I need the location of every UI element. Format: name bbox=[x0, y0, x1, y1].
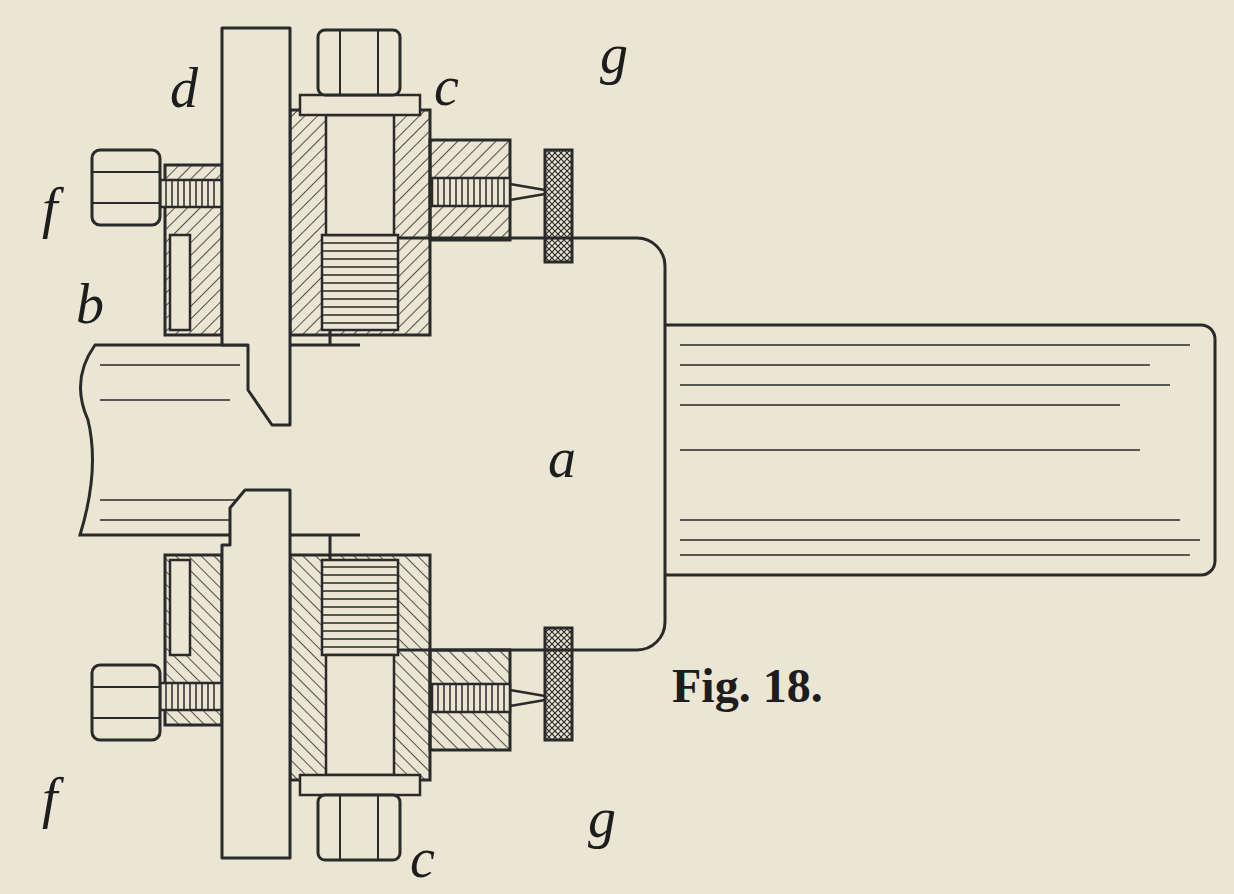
part-letter: f bbox=[42, 180, 58, 236]
part-letter: d bbox=[170, 60, 198, 116]
part-letter: c bbox=[434, 58, 459, 114]
part-letter: f bbox=[42, 770, 58, 826]
part-letter: a bbox=[548, 430, 576, 486]
part-letter: b bbox=[76, 276, 104, 332]
figure-caption: Fig. 18. bbox=[672, 662, 823, 710]
part-letter: c bbox=[410, 830, 435, 886]
part-letter: g bbox=[600, 26, 628, 82]
part-letter: g bbox=[588, 790, 616, 846]
